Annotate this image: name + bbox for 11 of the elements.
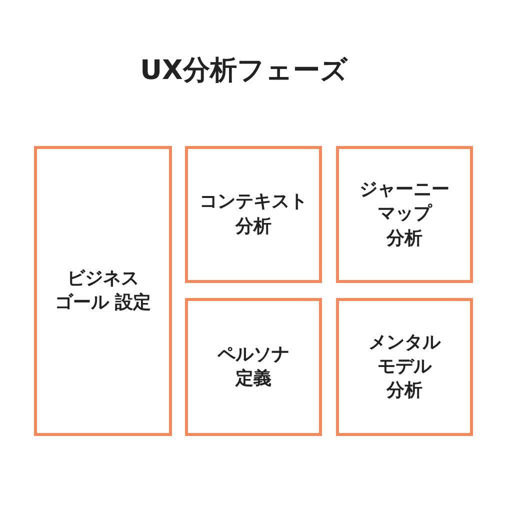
diagram-title: UX分析フェーズ <box>139 54 349 88</box>
phase-box <box>185 298 322 436</box>
phase-box <box>185 146 322 283</box>
phase-box <box>34 146 172 436</box>
phase-label: ビジネスゴール 設定 <box>54 266 152 315</box>
phase-label: ペルソナ定義 <box>218 342 290 391</box>
phase-label: コンテキスト分析 <box>200 190 308 238</box>
phase-box <box>336 298 473 436</box>
phase-label: ジャーニーマップ分析 <box>360 178 450 251</box>
phase-label: メンタルモデル分析 <box>368 330 440 404</box>
phase-box <box>336 146 473 283</box>
